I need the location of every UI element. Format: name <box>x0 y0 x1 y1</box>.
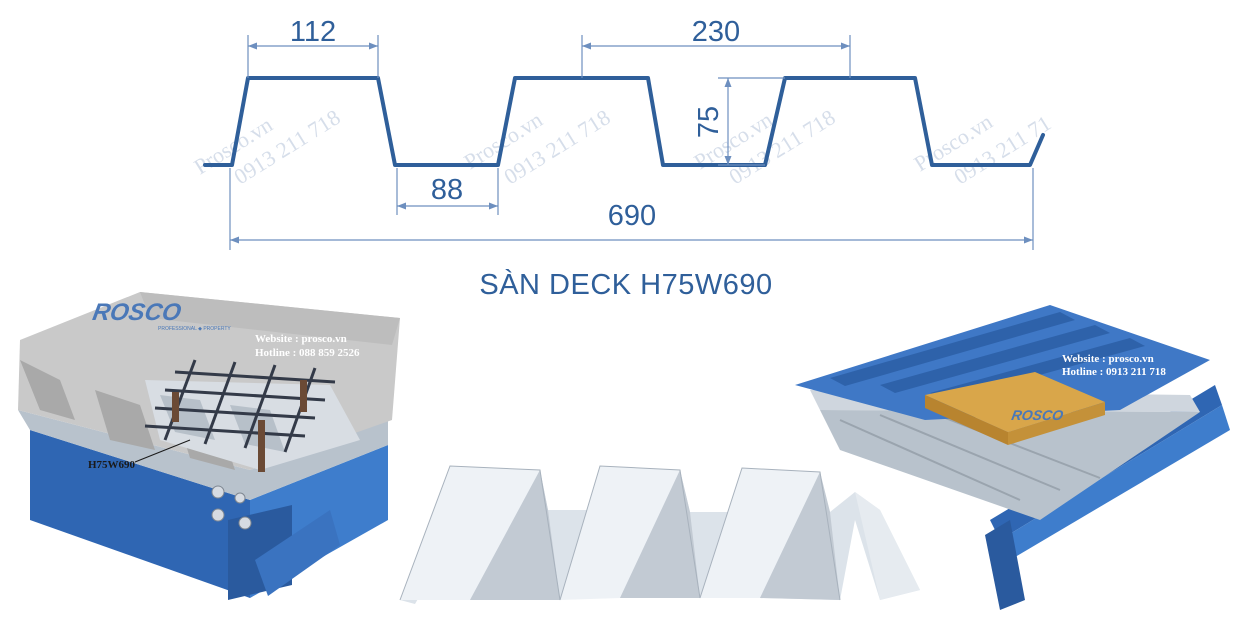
dimension-top-flange: 112 <box>290 16 336 48</box>
diagram-title: SÀN DECK H75W690 <box>479 268 772 301</box>
hotline-label: Hotline : 0913 211 718 <box>1062 366 1166 378</box>
dimension-bottom-flange: 88 <box>431 174 463 206</box>
website-label: Website : prosco.vn <box>1062 353 1154 365</box>
dimension-total-width: 690 <box>608 200 656 232</box>
deck-profile-line <box>203 76 1045 167</box>
panel-tag-label: H75W690 <box>88 459 136 471</box>
deck-sheet-render <box>399 465 920 604</box>
hotline-label: Hotline : 088 859 2526 <box>255 347 360 359</box>
dimension-pitch: 230 <box>692 16 740 48</box>
dimension-arrows <box>230 42 1033 244</box>
dimension-height: 75 <box>693 106 725 138</box>
composite-slab-render: ROSCO PROFESSIONAL ◆ PROPERTY Website : … <box>18 292 400 600</box>
brand-logo-text: ROSCO <box>91 299 184 326</box>
dimension-lines <box>229 35 1034 250</box>
watermark-group: Prosco.vn 0913 211 718 Prosco.vn 0913 21… <box>189 104 1055 189</box>
brand-logo-subtitle: PROFESSIONAL ◆ PROPERTY <box>158 326 231 332</box>
brand-logo-text: ROSCO <box>1010 407 1064 423</box>
roof-assembly-render: Website : prosco.vn Hotline : 0913 211 7… <box>795 305 1230 610</box>
website-label: Website : prosco.vn <box>255 333 347 345</box>
